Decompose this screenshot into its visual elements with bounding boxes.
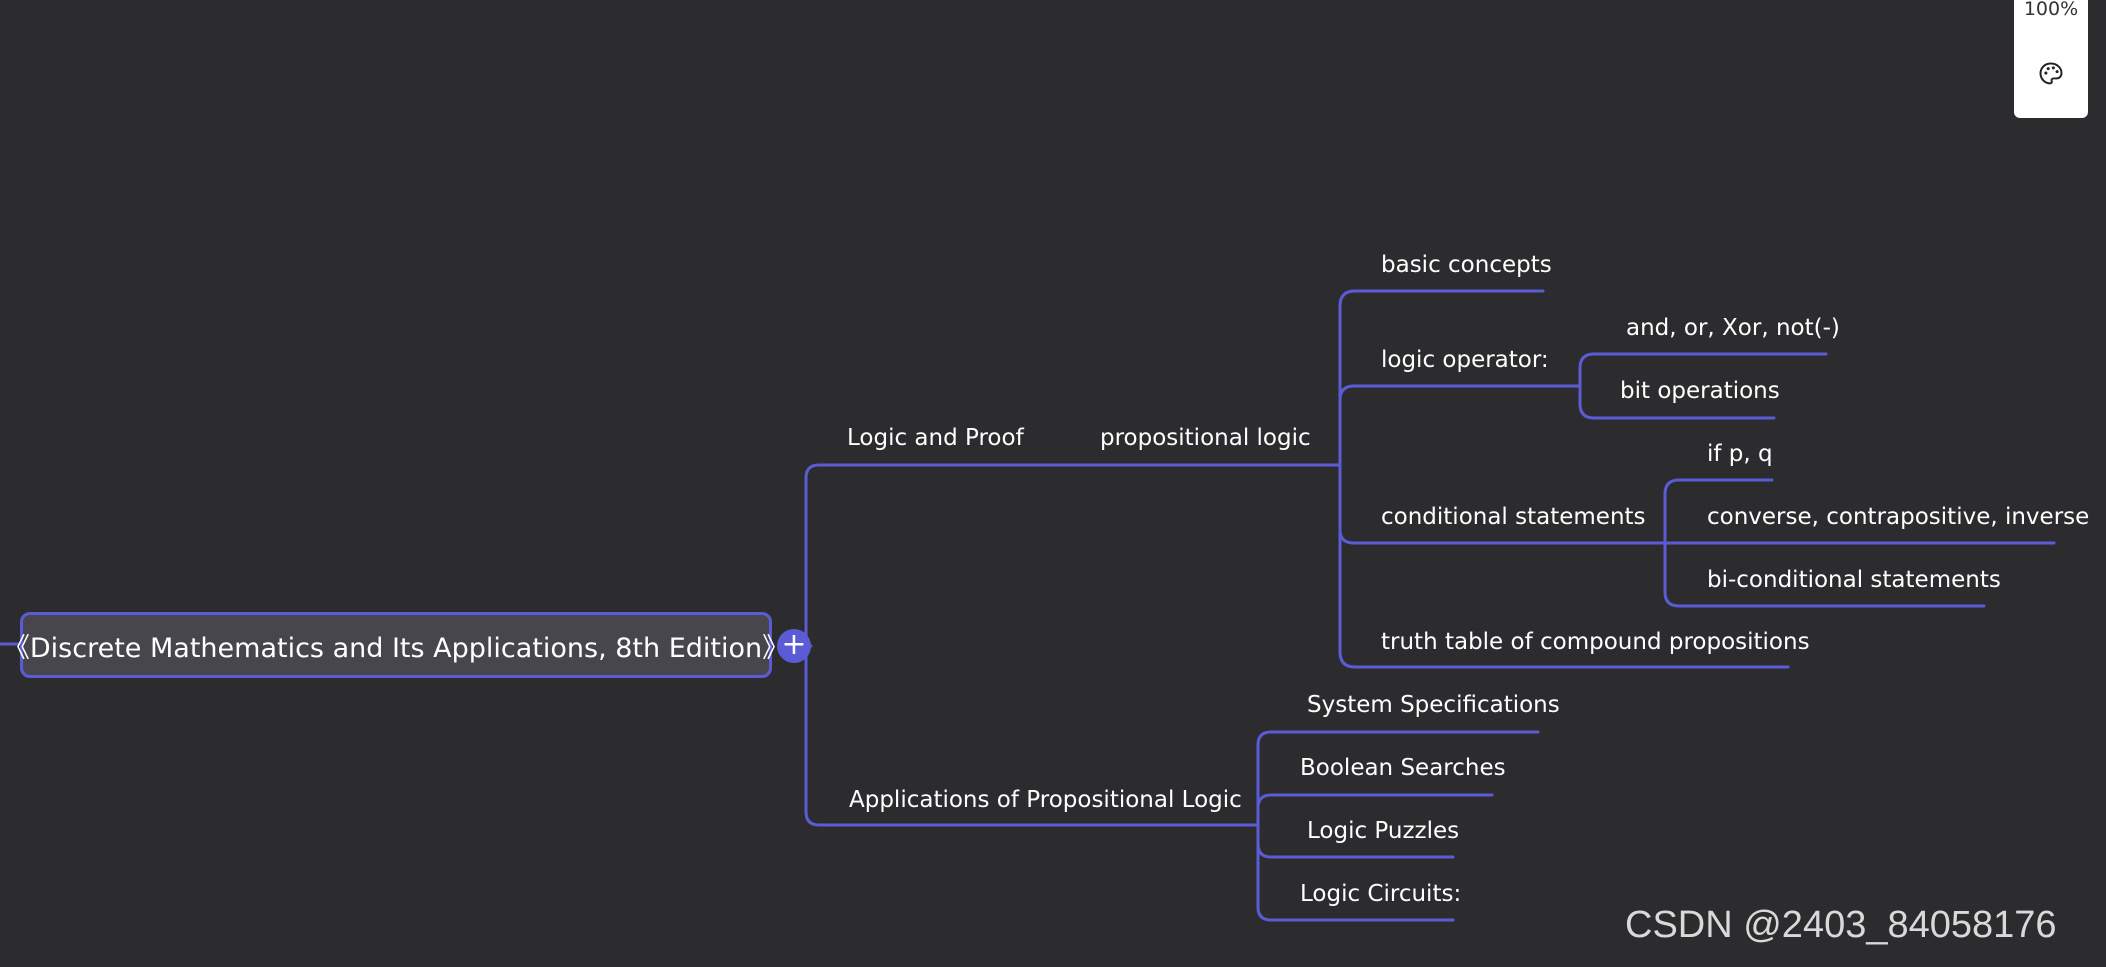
logic-op-trunk <box>1578 352 1828 420</box>
zoom-level[interactable]: 100% <box>2023 0 2079 20</box>
prop-logic-trunk <box>1338 289 1357 669</box>
root-label: 《Discrete Mathematics and Its Applicatio… <box>2 632 790 664</box>
level1-trunk <box>804 463 821 827</box>
node-truth-table[interactable]: truth table of compound propositions <box>1381 629 1810 655</box>
applications-trunk <box>1256 730 1540 922</box>
node-boolean-searches[interactable]: Boolean Searches <box>1300 755 1506 781</box>
node-biconditional-statements[interactable]: bi-conditional statements <box>1707 567 2001 593</box>
logic-operator-branch <box>1338 384 1582 402</box>
node-logic-circuits[interactable]: Logic Circuits: <box>1300 881 1462 907</box>
node-and-or-xor-not[interactable]: and, or, Xor, not(-) <box>1626 315 1840 341</box>
node-applications[interactable]: Applications of Propositional Logic <box>849 787 1242 813</box>
zoom-panel: 100% <box>2014 0 2088 118</box>
plus-icon: + <box>781 627 807 662</box>
node-logic-puzzles[interactable]: Logic Puzzles <box>1307 818 1460 844</box>
root-node[interactable]: 《Discrete Mathematics and Its Applicatio… <box>3 612 789 678</box>
expand-collapse-button[interactable]: + <box>777 629 811 663</box>
palette-icon[interactable] <box>2037 60 2065 88</box>
node-basic-concepts[interactable]: basic concepts <box>1381 252 1552 278</box>
node-conditional-statements[interactable]: conditional statements <box>1381 504 1646 530</box>
node-converse-contrapositive-inverse[interactable]: converse, contrapositive, inverse <box>1707 504 2090 530</box>
node-propositional-logic[interactable]: propositional logic <box>1100 425 1311 451</box>
node-if-p-q[interactable]: if p, q <box>1707 441 1773 467</box>
node-system-specifications[interactable]: System Specifications <box>1307 692 1560 718</box>
node-logic-operator[interactable]: logic operator: <box>1381 347 1549 373</box>
node-logic-and-proof[interactable]: Logic and Proof <box>847 425 1024 451</box>
conditional-trunk <box>1663 478 2056 608</box>
node-bit-operations[interactable]: bit operations <box>1620 378 1780 404</box>
watermark: CSDN @2403_84058176 <box>1625 904 2057 946</box>
conditional-branch <box>1338 528 1667 545</box>
